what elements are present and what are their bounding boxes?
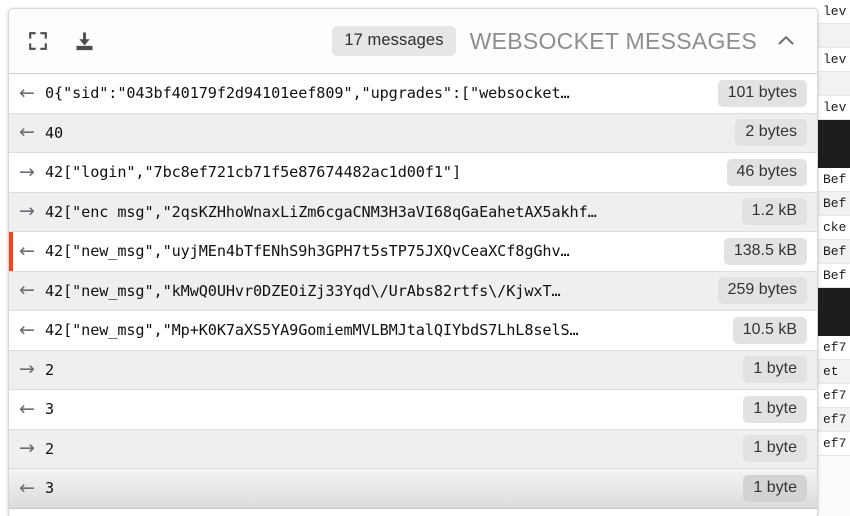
chevron-up-icon[interactable] [773, 28, 799, 54]
background-text-line: lev [818, 48, 850, 72]
message-size-badge: 259 bytes [717, 277, 807, 305]
message-payload: 2 [45, 360, 55, 379]
message-row[interactable]: → 42["login","7bc8ef721cb71f5e87674482ac1… [9, 153, 817, 193]
message-row[interactable]: ← 42["new_msg","Mp+K0K7aXS5YA9GomiemMVLBM… [9, 311, 817, 351]
direction-outgoing-icon: → [19, 160, 35, 183]
message-size-badge: 1 byte [743, 356, 807, 384]
message-marker-icon [9, 272, 13, 311]
download-icon[interactable] [71, 28, 97, 54]
background-text-line: Bef [818, 192, 850, 216]
message-marker-icon [9, 114, 13, 153]
background-text-line [818, 144, 850, 168]
message-size-badge: 1.2 kB [741, 198, 807, 226]
message-payload: 2 [45, 439, 55, 458]
background-text-line: ef7 [818, 384, 850, 408]
background-text-line [818, 312, 850, 336]
message-payload: 42["enc msg","2qsKZHhoWnaxLiZm6cgaCNM3H3… [45, 202, 597, 221]
background-text-line: ef7 [818, 336, 850, 360]
message-payload: 42["new_msg","uyjMEn4bTfENhS9h3GPH7t5sTP… [45, 242, 570, 261]
message-marker-icon [9, 469, 13, 508]
fullscreen-expand-icon[interactable] [25, 28, 51, 54]
panel-header: 17 messages WEBSOCKET MESSAGES [9, 9, 817, 74]
message-payload: 3 [45, 479, 55, 498]
message-size-badge: 10.5 kB [732, 316, 807, 344]
message-payload: 42["login","7bc8ef721cb71f5e87674482ac1d… [45, 163, 462, 182]
message-row[interactable]: ← 3 1 byte [9, 390, 817, 430]
header-right-group: 17 messages WEBSOCKET MESSAGES [332, 26, 799, 56]
message-payload: 42["new_msg","kMwQ0UHvr0DZEOiZj33Yqd\/Ur… [45, 281, 561, 300]
message-marker-icon [9, 351, 13, 390]
panel-title: WEBSOCKET MESSAGES [469, 27, 757, 54]
background-text-line [818, 24, 850, 48]
direction-incoming-icon: ← [19, 239, 35, 262]
direction-outgoing-icon: → [19, 437, 35, 460]
message-size-badge: 138.5 kB [723, 237, 807, 265]
message-payload: 42["new_msg","Mp+K0K7aXS5YA9GomiemMVLBMJ… [45, 321, 579, 340]
message-size-badge: 1 byte [743, 435, 807, 463]
websocket-message-list[interactable]: ← 0{"sid":"043bf40179f2d94101eef809","upg… [9, 74, 817, 516]
background-text-line: Bef [818, 168, 850, 192]
background-text-line: cke [818, 216, 850, 240]
background-text-line: Bef [818, 240, 850, 264]
message-marker-icon [9, 430, 13, 469]
message-row[interactable]: → 42["enc msg","2qsKZHhoWnaxLiZm6cgaCNM3H… [9, 192, 817, 232]
background-text-line: et [818, 360, 850, 384]
message-size-badge: 2 bytes [735, 119, 807, 147]
message-marker-icon [9, 311, 13, 350]
message-marker-icon [9, 232, 13, 271]
message-row[interactable]: ← 42["new_msg","uyjMEn4bTfENhS9h3GPH7t5sT… [9, 232, 817, 272]
message-row[interactable]: → 2 1 byte [9, 350, 817, 390]
message-payload: 40 [45, 123, 64, 142]
websocket-messages-panel: 17 messages WEBSOCKET MESSAGES ← 0{"sid":… [8, 8, 818, 516]
direction-incoming-icon: ← [19, 81, 35, 104]
background-text-line: Bef [818, 264, 850, 288]
direction-incoming-icon: ← [19, 318, 35, 341]
message-marker-icon [9, 74, 13, 113]
background-text-line: lev [818, 0, 850, 24]
background-text-line: ef7 [818, 408, 850, 432]
message-size-badge: 1 byte [743, 395, 807, 423]
direction-incoming-icon: ← [19, 279, 35, 302]
direction-incoming-icon: ← [19, 476, 35, 499]
background-text-line: ef7 [818, 432, 850, 456]
message-payload: 3 [45, 400, 55, 419]
message-size-badge: 1 byte [743, 474, 807, 502]
background-text-line [818, 120, 850, 144]
direction-outgoing-icon: → [19, 358, 35, 381]
direction-incoming-icon: ← [19, 121, 35, 144]
message-row[interactable]: → 2 1 byte [9, 429, 817, 469]
message-row[interactable]: ← 40 2 bytes [9, 113, 817, 153]
message-count-badge: 17 messages [332, 26, 456, 56]
message-payload: 0{"sid":"043bf40179f2d94101eef809","upgr… [45, 84, 570, 103]
message-marker-icon [9, 193, 13, 232]
background-text-line: lev [818, 96, 850, 120]
message-row[interactable]: ← 42["new_msg","kMwQ0UHvr0DZEOiZj33Yqd\/U… [9, 271, 817, 311]
background-text-line [818, 288, 850, 312]
message-size-badge: 101 bytes [717, 79, 807, 107]
direction-incoming-icon: ← [19, 397, 35, 420]
message-row[interactable]: ← 3 1 byte [9, 469, 817, 509]
message-size-badge: 46 bytes [726, 158, 807, 186]
message-marker-icon [9, 153, 13, 192]
message-marker-icon [9, 390, 13, 429]
direction-outgoing-icon: → [19, 200, 35, 223]
message-row[interactable]: ← 0{"sid":"043bf40179f2d94101eef809","upg… [9, 74, 817, 114]
header-left-actions [25, 28, 97, 54]
background-text-line [818, 72, 850, 96]
